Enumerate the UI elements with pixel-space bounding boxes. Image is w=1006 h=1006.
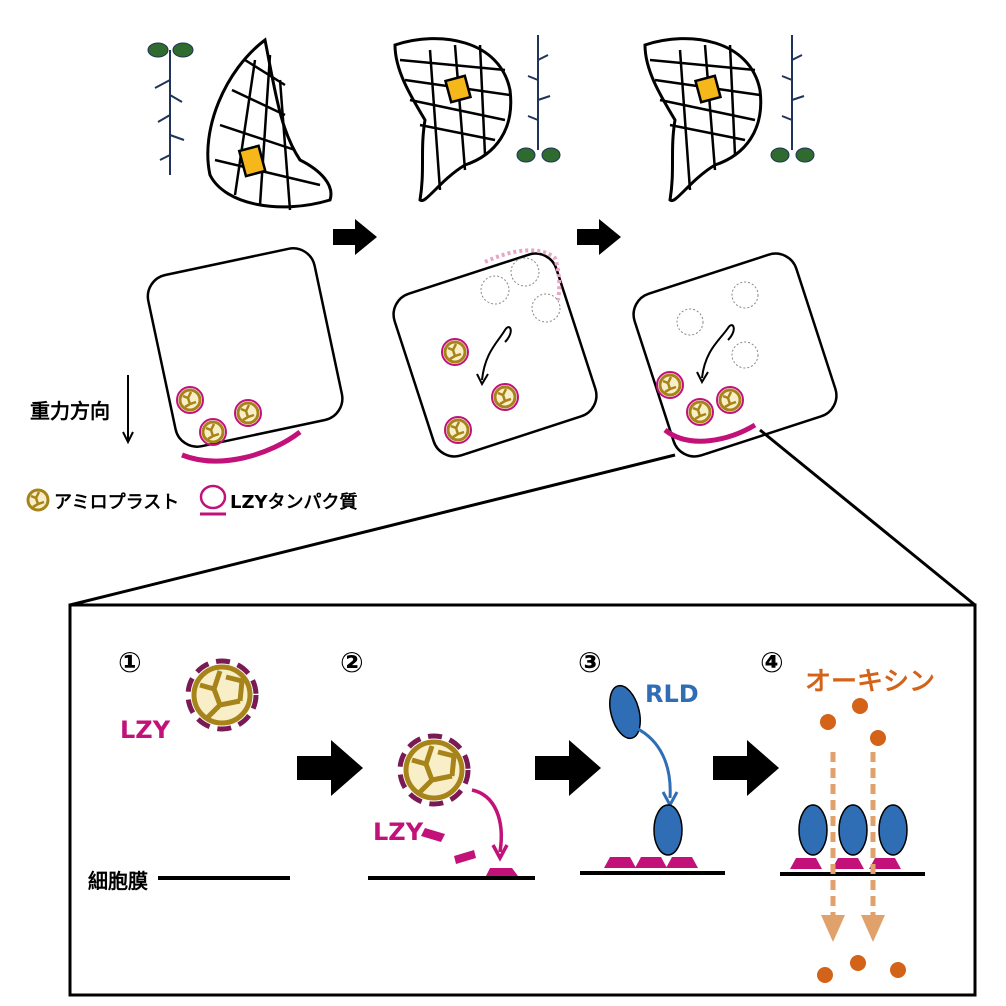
amyloplast-lzy-large xyxy=(188,661,256,729)
seedling-icon-2 xyxy=(516,35,561,163)
cell-1 xyxy=(146,247,344,464)
amyloplast-lzy-large xyxy=(400,736,468,804)
zoom-lines xyxy=(69,428,976,607)
step-4: ④ xyxy=(760,646,784,679)
amyloplast-icon xyxy=(26,488,50,512)
step-2: ② xyxy=(340,646,364,679)
seedling-icon-3 xyxy=(770,35,815,163)
membrane-label: 細胞膜 xyxy=(88,869,148,893)
gravity-arrow-icon xyxy=(122,375,134,445)
arrow-right-icon xyxy=(577,219,621,255)
gravity-label: 重力方向 xyxy=(30,399,110,423)
lzy-label-1: LZY xyxy=(120,716,171,744)
root-tip-1 xyxy=(206,37,333,211)
legend-lzy: LZYタンパク質 xyxy=(230,491,358,513)
auxin-label: オーキシン xyxy=(805,667,935,697)
auxin-arrows xyxy=(821,752,885,942)
rld-label: RLD xyxy=(645,680,699,708)
lzy-label-2: LZY xyxy=(373,818,424,846)
root-tip-2 xyxy=(393,37,513,203)
auxin-molecules xyxy=(817,698,906,983)
cell-2 xyxy=(392,248,598,458)
cell-3 xyxy=(632,252,838,458)
step-3: ③ xyxy=(578,646,602,679)
root-tip-3 xyxy=(643,37,763,203)
seedling-icon-1 xyxy=(147,42,194,175)
step-1: ① xyxy=(118,646,142,679)
legend: アミロプラスト LZYタンパク質 xyxy=(26,484,358,516)
arrow-right-icon xyxy=(333,219,377,255)
legend-amyloplast: アミロプラスト xyxy=(54,491,179,513)
